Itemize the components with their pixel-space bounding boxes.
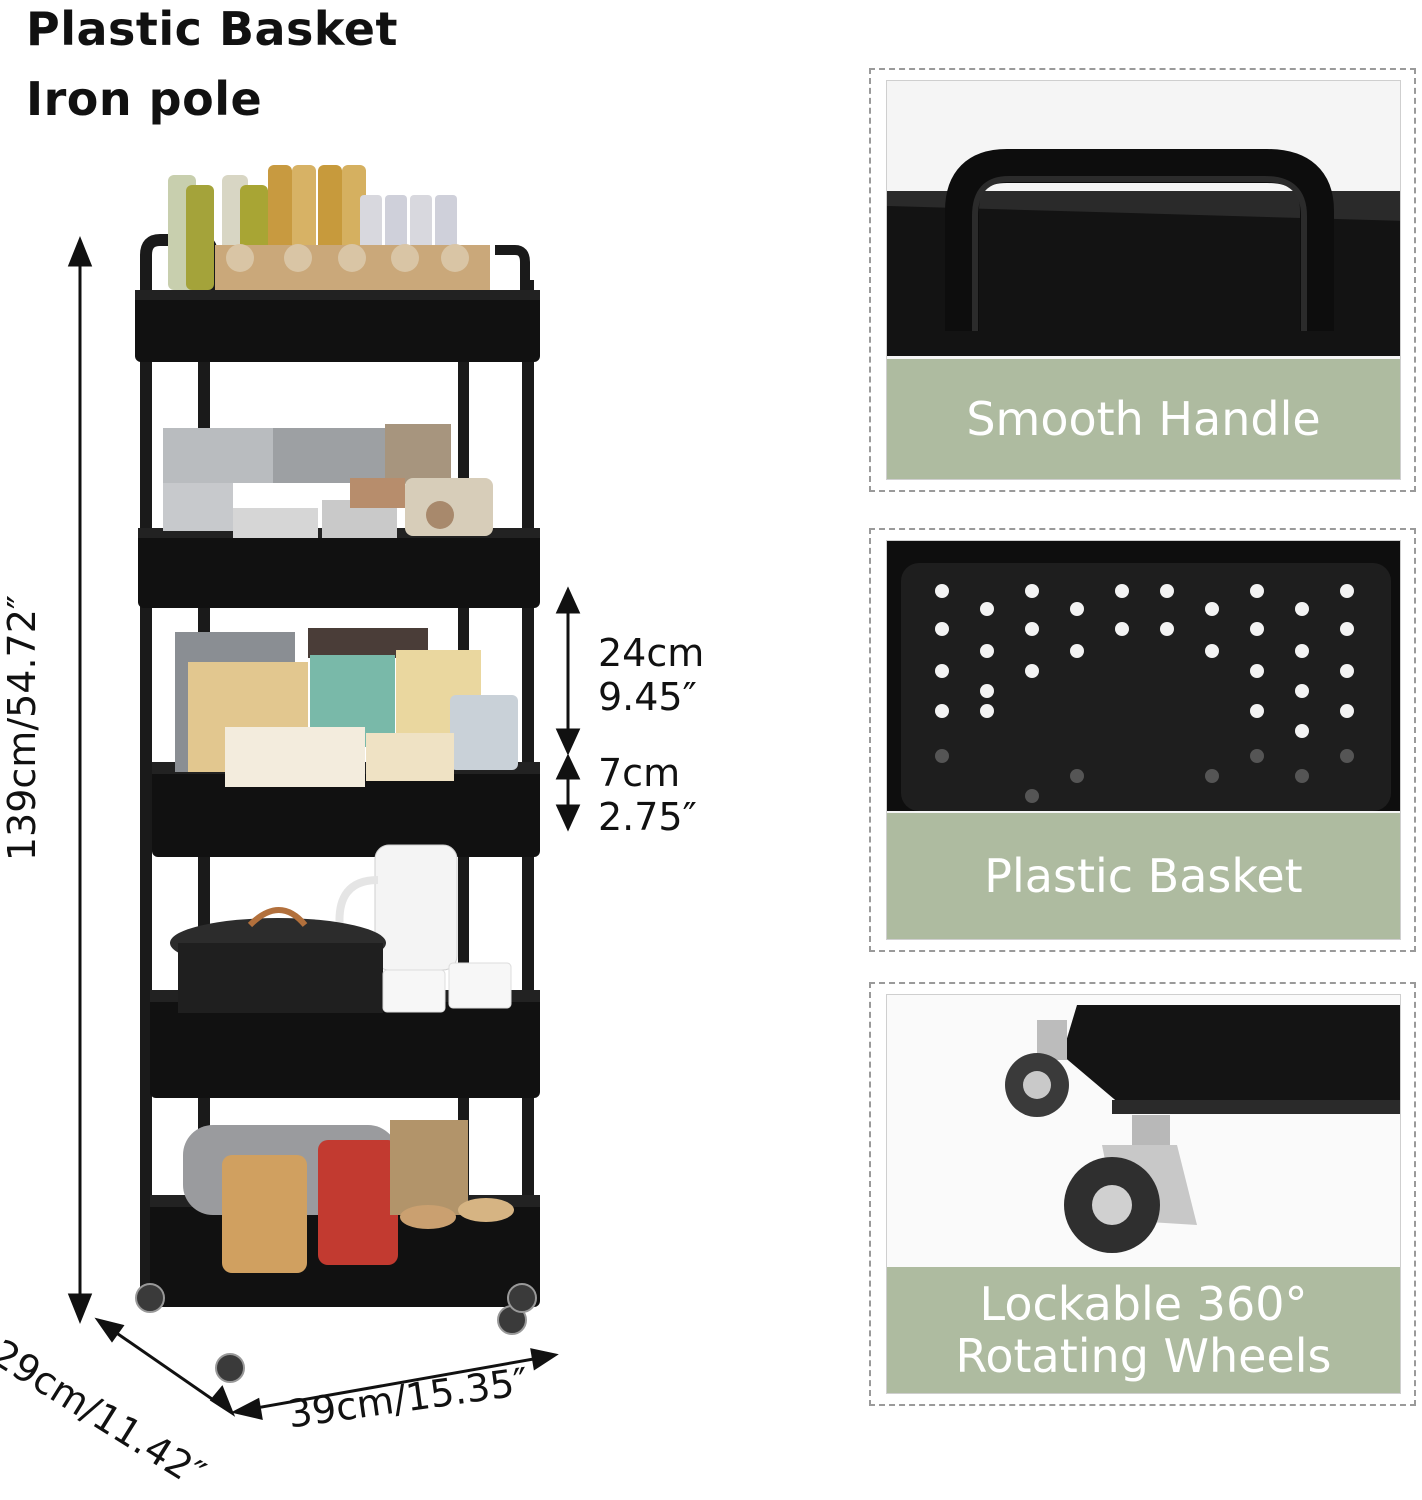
items-boxes bbox=[175, 628, 518, 787]
feature-label-wheels-line2: Rotating Wheels bbox=[955, 1329, 1332, 1383]
feature-panel-handle: Smooth Handle bbox=[869, 68, 1416, 492]
tier-gap-arrow bbox=[555, 586, 581, 832]
basket-holes bbox=[935, 584, 1354, 738]
items-cookware bbox=[170, 844, 512, 1013]
feature-label-handle: Smooth Handle bbox=[887, 359, 1400, 479]
wheels-closeup bbox=[887, 995, 1400, 1285]
tier-gap-cm: 24cm bbox=[598, 631, 705, 675]
depth-arrow bbox=[94, 1317, 236, 1417]
feature-panel-basket: Plastic Basket bbox=[869, 528, 1416, 952]
basket-closeup bbox=[887, 541, 1400, 811]
wheel-2 bbox=[1064, 1115, 1197, 1253]
items-pantry bbox=[183, 1120, 514, 1273]
wheel-1 bbox=[1005, 1020, 1069, 1117]
cart-wheels bbox=[135, 1283, 537, 1383]
header-line-2: Iron pole bbox=[26, 72, 263, 126]
basket-depth-cm: 7cm bbox=[598, 751, 681, 795]
feature-panel-wheels: Lockable 360° Rotating Wheels bbox=[869, 982, 1416, 1406]
basket-tier-2 bbox=[138, 528, 540, 608]
feature-label-basket: Plastic Basket bbox=[887, 813, 1400, 939]
height-label: 139cm/54.72″ bbox=[0, 594, 44, 862]
handle-closeup bbox=[887, 81, 1400, 381]
feature-label-wheels-line1: Lockable 360° bbox=[979, 1277, 1308, 1331]
feature-label-wheels: Lockable 360° Rotating Wheels bbox=[887, 1267, 1400, 1393]
basket-depth-in: 2.75″ bbox=[598, 795, 697, 839]
items-containers bbox=[163, 424, 493, 538]
items-bottles bbox=[168, 165, 490, 290]
cart-illustration bbox=[67, 165, 581, 1420]
height-arrow bbox=[67, 235, 93, 1325]
width-arrow bbox=[230, 1348, 559, 1420]
header-line-1: Plastic Basket bbox=[26, 2, 398, 56]
basket-tier-1 bbox=[135, 290, 540, 362]
tier-gap-in: 9.45″ bbox=[598, 675, 697, 719]
